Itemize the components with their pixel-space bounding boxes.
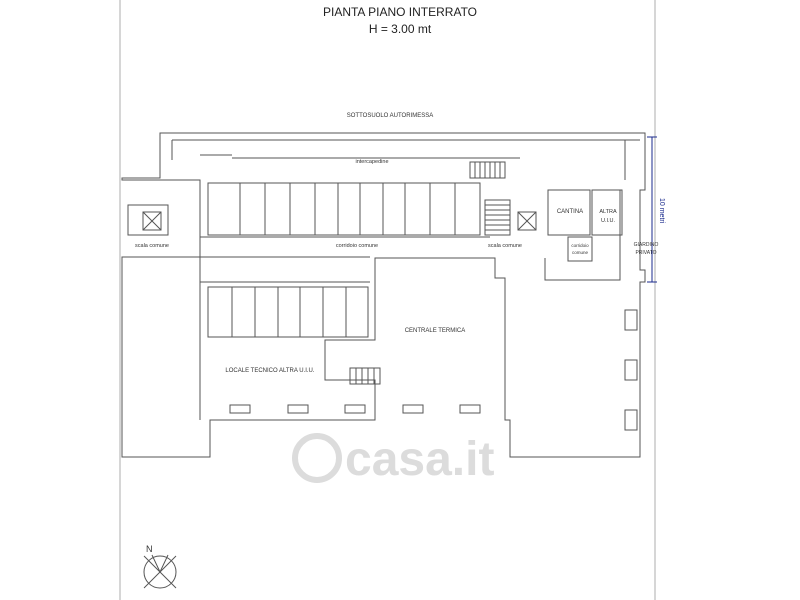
north-arrow-icon [143,554,177,589]
intercapedine-wall [171,139,640,180]
right-lift [517,211,537,231]
top-stair-treads [474,162,501,178]
tech-stair [349,367,381,385]
label-scala-comune-right: scala comune [488,243,522,249]
label-cantina: CANTINA [557,209,583,215]
storage-row-top [207,182,431,236]
left-lift [142,211,162,231]
label-giardino-1: GIARDINO [634,242,659,248]
storage-dividers-bottom [231,287,347,337]
altra-uiu-room [591,189,623,236]
label-scala-comune-left: scala comune [135,243,169,249]
label-corridoio-small-2: comune [572,250,589,255]
watermark-text: casa.it [345,433,494,486]
label-sottosuolo: SOTTOSUOLO AUTORIMESSA [347,113,433,119]
dimension-label: 10 metri [658,198,665,224]
storage-row-bottom [207,286,369,338]
watermark: casa.it [292,433,494,486]
window-wells-right [624,309,638,431]
tech-stair-treads [355,368,375,384]
label-intercapedine: intercapedine [355,159,388,165]
label-locale-tecnico: LOCALE TECNICO ALTRA U.I.U. [225,368,314,374]
intercapedine-inner [200,154,520,159]
storage-dividers-top [239,183,406,235]
left-stair-block [127,204,169,236]
top-stair [469,161,506,179]
window-wells-bottom [229,404,481,414]
plan-title: PIANTA PIANO INTERRATO [322,5,478,19]
right-block-wall [544,190,621,281]
label-giardino-2: PRIVATO [635,250,656,256]
cantina-room [547,189,591,236]
label-corridoio-comune: corridoio comune [336,243,378,249]
plan-subtitle: H = 3.00 mt [368,22,432,36]
label-altra-uiu-1: ALTRA [599,209,617,215]
label-corridoio-small-1: corridoio [571,243,589,248]
label-altra-uiu-2: U.I.U. [601,218,616,224]
corridoio-small-room [567,236,593,262]
right-stair [484,199,511,236]
dimension-line [647,136,657,283]
compass-label: N [146,544,153,554]
right-stair-treads [485,204,510,231]
label-centrale-termica: CENTRALE TERMICA [405,328,466,334]
